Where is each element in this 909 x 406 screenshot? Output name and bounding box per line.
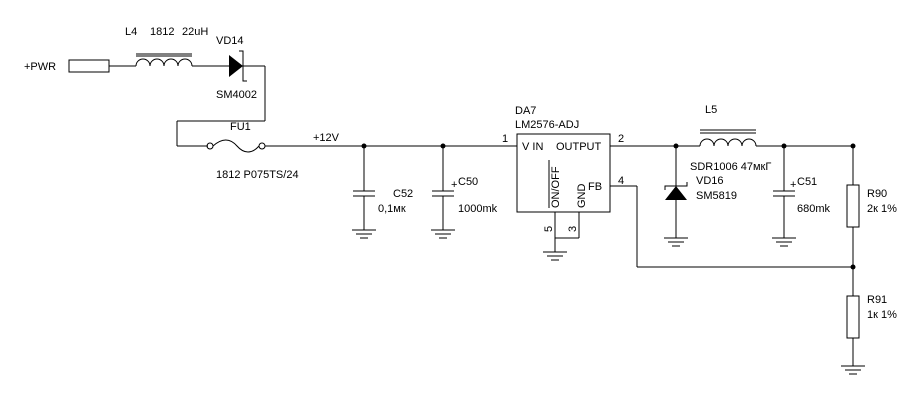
pwr-connector (68, 59, 136, 73)
diode-vd16 (664, 146, 688, 247)
da7-pin1-number: 1 (502, 133, 508, 145)
r90-ref-label: R90 (867, 188, 887, 200)
c50-polarity-mark: + (451, 179, 457, 191)
c51-polarity-mark: + (790, 179, 796, 191)
c50-value-label: 1000mk (458, 203, 498, 215)
c51-ref-label: C51 (797, 176, 817, 188)
da7-pin-vin-label: V IN (522, 141, 543, 153)
net-12v-label: +12V (313, 132, 340, 144)
vd14-ref-label: VD14 (216, 35, 244, 47)
l4-value-label: 22uH (182, 26, 208, 38)
c52-value-label: 0,1мк (378, 203, 406, 215)
diode-vd14 (176, 50, 266, 147)
da7-pin2-number: 2 (618, 133, 624, 145)
r91-value-label: 1к 1% (867, 309, 897, 321)
capacitor-c52 (352, 146, 376, 239)
inductor-l4 (135, 53, 229, 67)
c51-value-label: 680mk (797, 203, 831, 215)
l4-size-label: 1812 (150, 26, 174, 38)
resistor-r91 (841, 295, 865, 375)
r91-ref-label: R91 (867, 294, 887, 306)
capacitor-c50 (431, 146, 455, 239)
da7-pin-output-label: OUTPUT (556, 141, 602, 153)
r90-value-label: 2к 1% (867, 203, 897, 215)
inductor-l5 (699, 129, 853, 147)
fu1-ref-label: FU1 (230, 121, 251, 133)
capacitor-c51 (772, 146, 796, 247)
ic-da7 (516, 133, 853, 268)
da7-pin3-number: 3 (567, 226, 579, 232)
l5-ref-label: L5 (705, 104, 717, 116)
resistor-r90 (846, 146, 860, 296)
fu1-part-label: 1812 P075TS/24 (216, 169, 299, 181)
da7-pin5-number: 5 (543, 226, 555, 232)
c50-ref-label: C50 (458, 176, 478, 188)
c52-ref-label: C52 (393, 188, 413, 200)
vd14-part-label: SM4002 (216, 89, 257, 101)
vd16-part-label: SM5819 (696, 190, 737, 202)
da7-ref-label: DA7 (515, 105, 536, 117)
l4-ref-label: L4 (125, 26, 137, 38)
pwr-input-label: +PWR (24, 61, 56, 73)
da7-pin-onoff-label: ON/OFF (550, 166, 562, 208)
fuse-fu1 (206, 139, 364, 153)
da7-part-label: LM2576-ADJ (515, 119, 579, 131)
vd16-ref-label: VD16 (696, 175, 724, 187)
da7-pin-gnd-label: GND (576, 184, 588, 209)
l5-part-label: SDR1006 47мкГ (690, 161, 771, 173)
da7-pin4-number: 4 (618, 175, 624, 187)
da7-pin-fb-label: FB (588, 181, 602, 193)
